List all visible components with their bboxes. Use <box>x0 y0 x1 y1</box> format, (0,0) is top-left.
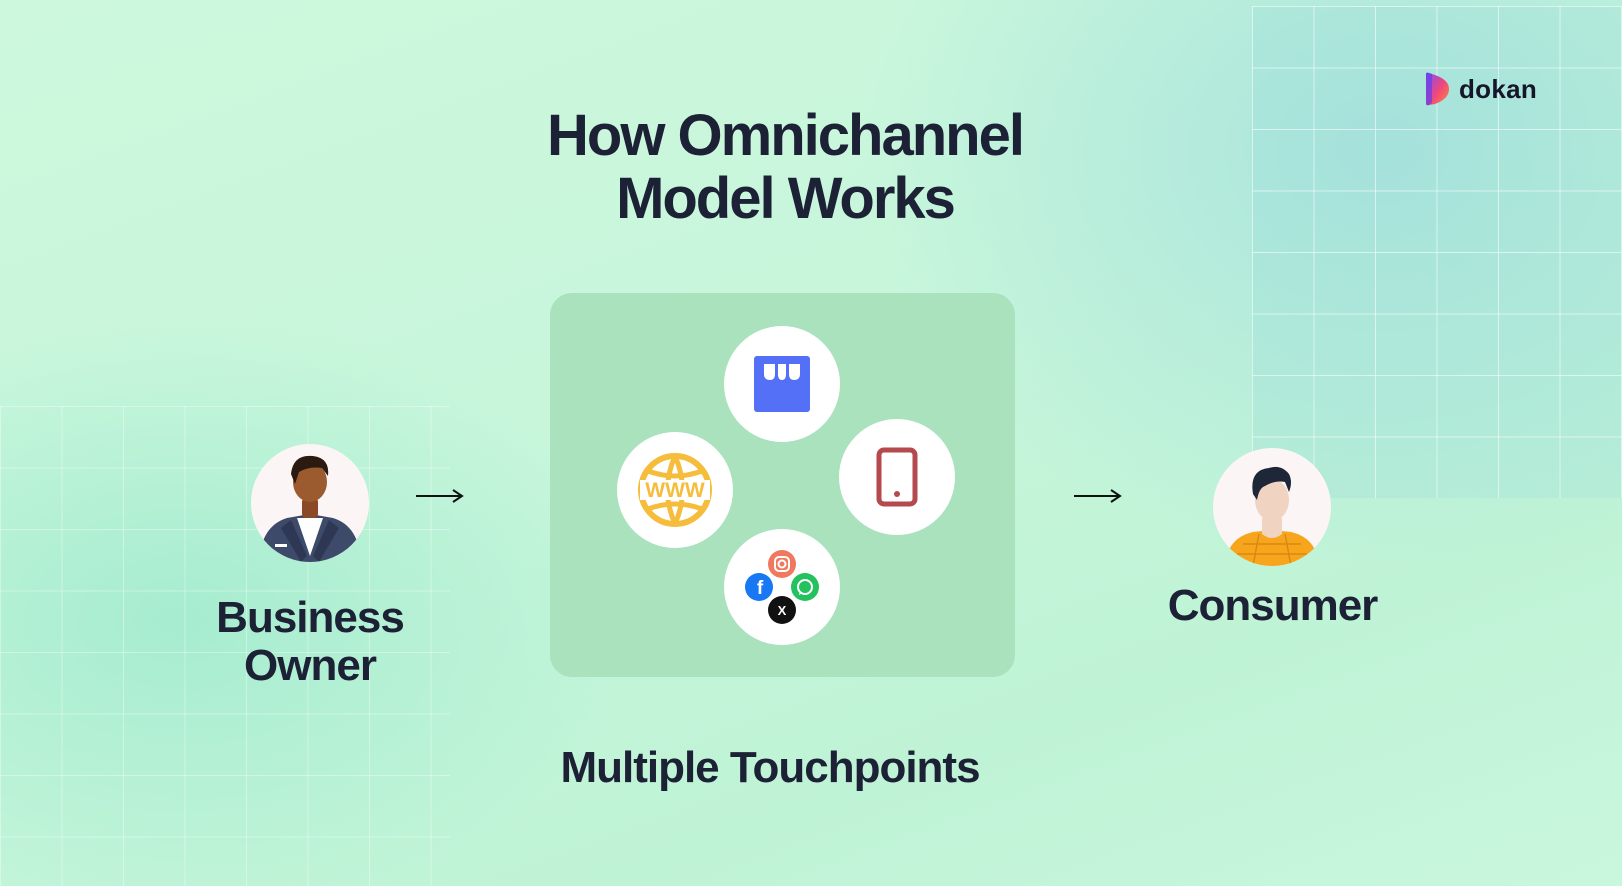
touchpoints-label: Multiple Touchpoints <box>560 743 980 792</box>
social-media-icon: f X <box>724 529 840 645</box>
title-line-2: Model Works <box>616 166 956 231</box>
svg-text:WWW: WWW <box>645 479 705 502</box>
website-icon: WWW <box>617 432 733 548</box>
whatsapp-icon <box>791 573 819 601</box>
svg-text:f: f <box>757 578 764 599</box>
brand-logo: dokan <box>1423 72 1537 106</box>
instagram-icon <box>768 550 796 578</box>
arrow-owner-to-touchpoints <box>416 489 464 503</box>
store-icon <box>724 326 840 442</box>
grid-decoration-bottom-left <box>0 406 450 886</box>
owner-label-line-2: Owner <box>244 641 377 690</box>
dokan-logo-icon <box>1426 72 1449 106</box>
facebook-icon <box>745 573 773 601</box>
consumer-avatar <box>1213 448 1331 566</box>
diagram-title: How Omnichannel Model Works <box>460 104 1110 230</box>
x-icon <box>768 596 796 624</box>
business-owner-avatar <box>251 444 369 562</box>
title-line-1: How Omnichannel <box>547 103 1025 168</box>
brand-name: dokan <box>1459 73 1538 104</box>
mobile-icon <box>839 419 955 535</box>
business-owner-label: Business Owner <box>200 594 420 690</box>
owner-label-line-1: Business <box>216 593 405 642</box>
arrow-touchpoints-to-consumer <box>1074 489 1122 503</box>
svg-text:X: X <box>778 603 787 618</box>
consumer-label: Consumer <box>1167 581 1379 630</box>
